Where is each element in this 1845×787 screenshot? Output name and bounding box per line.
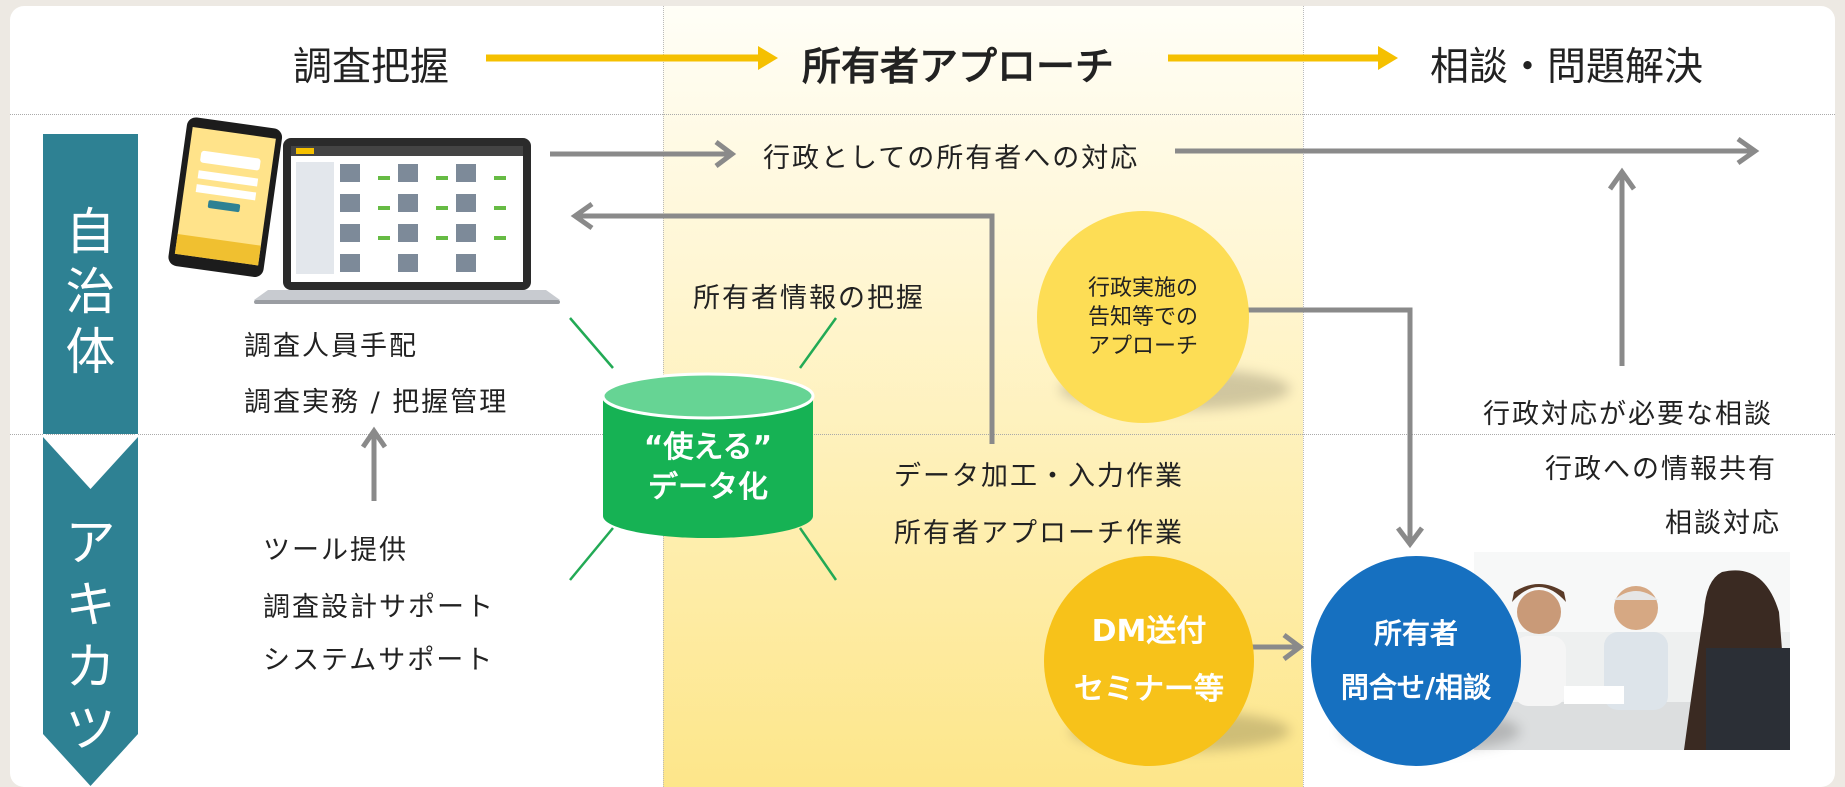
diagram-arrows	[360, 46, 1760, 661]
row-divider	[10, 434, 1835, 435]
gov-approach-circle: 行政実施の 告知等での アプローチ	[1037, 211, 1249, 423]
owner-inquiry-circle: 所有者 問合せ/相談	[1311, 556, 1521, 766]
municipality-label: 自治体	[43, 202, 138, 382]
dm-line-1: DM送付	[1091, 614, 1207, 649]
owner-info-label: 所有者情報の把握	[693, 283, 925, 314]
right-item-2: 行政への情報共有	[1545, 454, 1777, 485]
support-tools: ツール提供	[263, 535, 408, 566]
municipality-band	[43, 134, 138, 434]
step-survey: 調査把握	[293, 45, 450, 90]
arrow-gov-to-owner	[1240, 307, 1413, 544]
support-survey-design: 調査設計サポート	[263, 592, 495, 623]
dm-line-2: セミナー等	[1074, 672, 1224, 707]
gov-circle-line-1: 行政実施の	[1087, 275, 1198, 301]
database-label: “使える” データ化	[593, 428, 823, 508]
work-owner-approach: 所有者アプローチ作業	[894, 518, 1184, 549]
gov-circle-line-3: アプローチ	[1087, 333, 1198, 359]
right-item-1: 行政対応が必要な相談	[1483, 399, 1773, 430]
item-survey-management: 調査実務 / 把握管理	[244, 387, 509, 418]
akikatsu-label-text: アキカツ	[65, 514, 116, 758]
step-owner-approach: 所有者アプローチ	[802, 45, 1115, 90]
support-system: システムサポート	[263, 645, 495, 676]
work-data-processing: データ加工・入力作業	[894, 461, 1184, 492]
right-item-3: 相談対応	[1665, 508, 1781, 539]
database-cylinder-icon	[601, 372, 815, 538]
municipality-label-text: 自治体	[65, 203, 116, 381]
akikatsu-label: アキカツ	[43, 512, 138, 760]
consultation-meeting-photo	[1474, 552, 1790, 750]
diagram-panel: 自治体 アキカツ 調査把握 所有者アプローチ 相談・問題解決	[10, 6, 1835, 787]
akikatsu-band-arrow	[43, 434, 138, 786]
arrow-data-to-devices	[575, 213, 995, 444]
header-divider	[10, 114, 1835, 115]
gov-response-label: 行政としての所有者への対応	[763, 143, 1140, 174]
column-divider-2	[1303, 6, 1304, 787]
step-consultation: 相談・問題解決	[1430, 45, 1704, 90]
database-line-1: “使える”	[643, 430, 773, 465]
owner-line-2: 問合せ/相談	[1340, 671, 1492, 704]
dm-seminar-circle: DM送付 セミナー等	[1044, 556, 1254, 766]
gov-circle-line-2: 告知等での	[1087, 304, 1198, 330]
item-staff-arrangement: 調査人員手配	[244, 331, 418, 362]
tablet-laptop-app-screenshot-icon	[168, 117, 560, 304]
owner-line-1: 所有者	[1373, 617, 1458, 650]
database-line-2: データ化	[648, 470, 768, 505]
